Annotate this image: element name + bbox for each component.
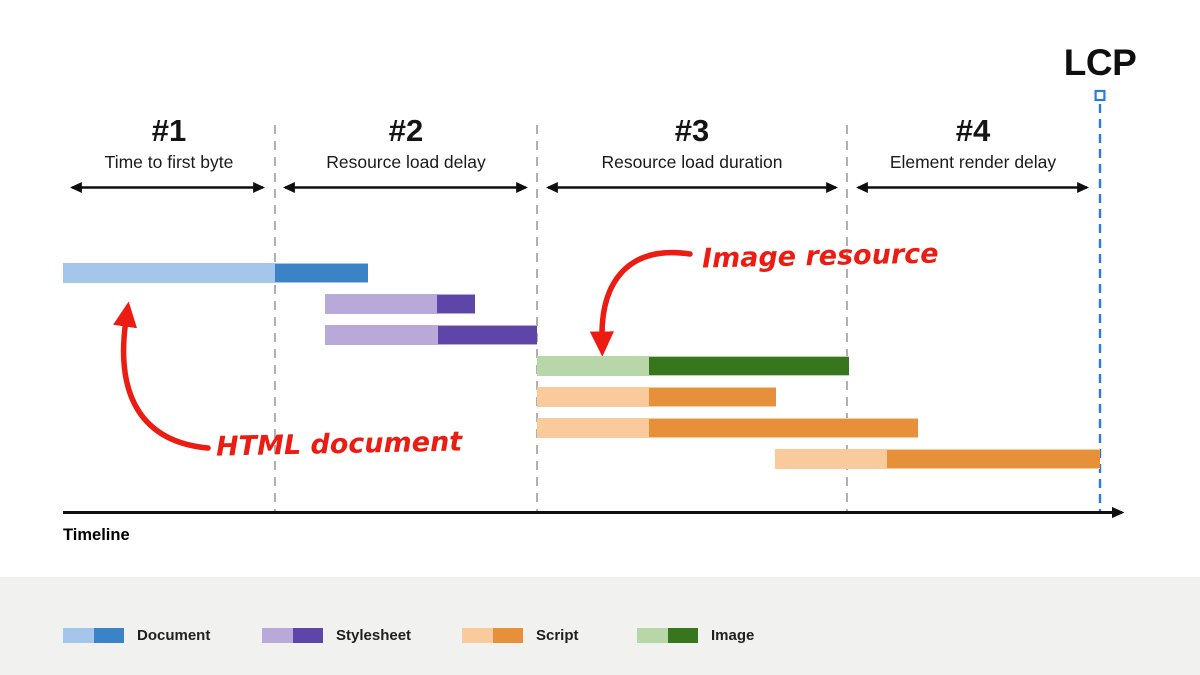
- phase-3-label: Resource load duration: [601, 152, 783, 172]
- phase-2-label: Resource load delay: [326, 152, 486, 172]
- phase-3-header: #3 Resource load duration: [532, 113, 852, 173]
- phase-3-number: #3: [674, 113, 710, 148]
- html-document-annotation: HTML document: [215, 426, 463, 463]
- phase-4-number: #4: [955, 113, 991, 148]
- image-legend-swatch-icon: [637, 627, 698, 643]
- phase-1-header: #1 Time to first byte: [9, 113, 329, 173]
- script-bar-active-segment: [887, 450, 1100, 468]
- phase-1-label: Time to first byte: [104, 152, 234, 172]
- legend-band: [0, 577, 1200, 675]
- lcp-marker-handle-icon: [1094, 89, 1106, 102]
- legend-label-document: Document: [137, 626, 211, 644]
- legend-item-document: Document: [63, 620, 210, 650]
- html-document-annotation-arrow-icon: [113, 301, 211, 451]
- stylesheet-bar-active-segment: [437, 295, 475, 313]
- image-resource-annotation: Image resource: [701, 238, 939, 275]
- legend-label-stylesheet: Stylesheet: [336, 626, 412, 644]
- script-bar-active-segment: [649, 419, 918, 437]
- lcp-label: LCP: [1063, 42, 1137, 83]
- legend-label-script: Script: [536, 626, 579, 644]
- document-bar-active-segment: [275, 264, 368, 282]
- legend-item-script: Script: [462, 620, 579, 650]
- phase-2-number: #2: [388, 113, 424, 148]
- phase-4-label: Element render delay: [889, 152, 1057, 172]
- phase-1-number: #1: [151, 113, 187, 148]
- legend-item-stylesheet: Stylesheet: [262, 620, 411, 650]
- script-legend-swatch-icon: [462, 627, 523, 643]
- phase-4-header: #4 Element render delay: [813, 113, 1133, 173]
- timeline-axis-label: Timeline: [63, 526, 130, 544]
- document-legend-swatch-icon: [63, 627, 124, 643]
- phase-2-header: #2 Resource load delay: [246, 113, 566, 173]
- image-bar-active-segment: [649, 357, 849, 375]
- stylesheet-bar-active-segment: [438, 326, 537, 344]
- script-bar-active-segment: [649, 388, 776, 406]
- legend-label-image: Image: [711, 626, 755, 644]
- legend-item-image: Image: [637, 620, 754, 650]
- image-resource-annotation-arrow-icon: [589, 249, 693, 357]
- stylesheet-legend-swatch-icon: [262, 627, 323, 643]
